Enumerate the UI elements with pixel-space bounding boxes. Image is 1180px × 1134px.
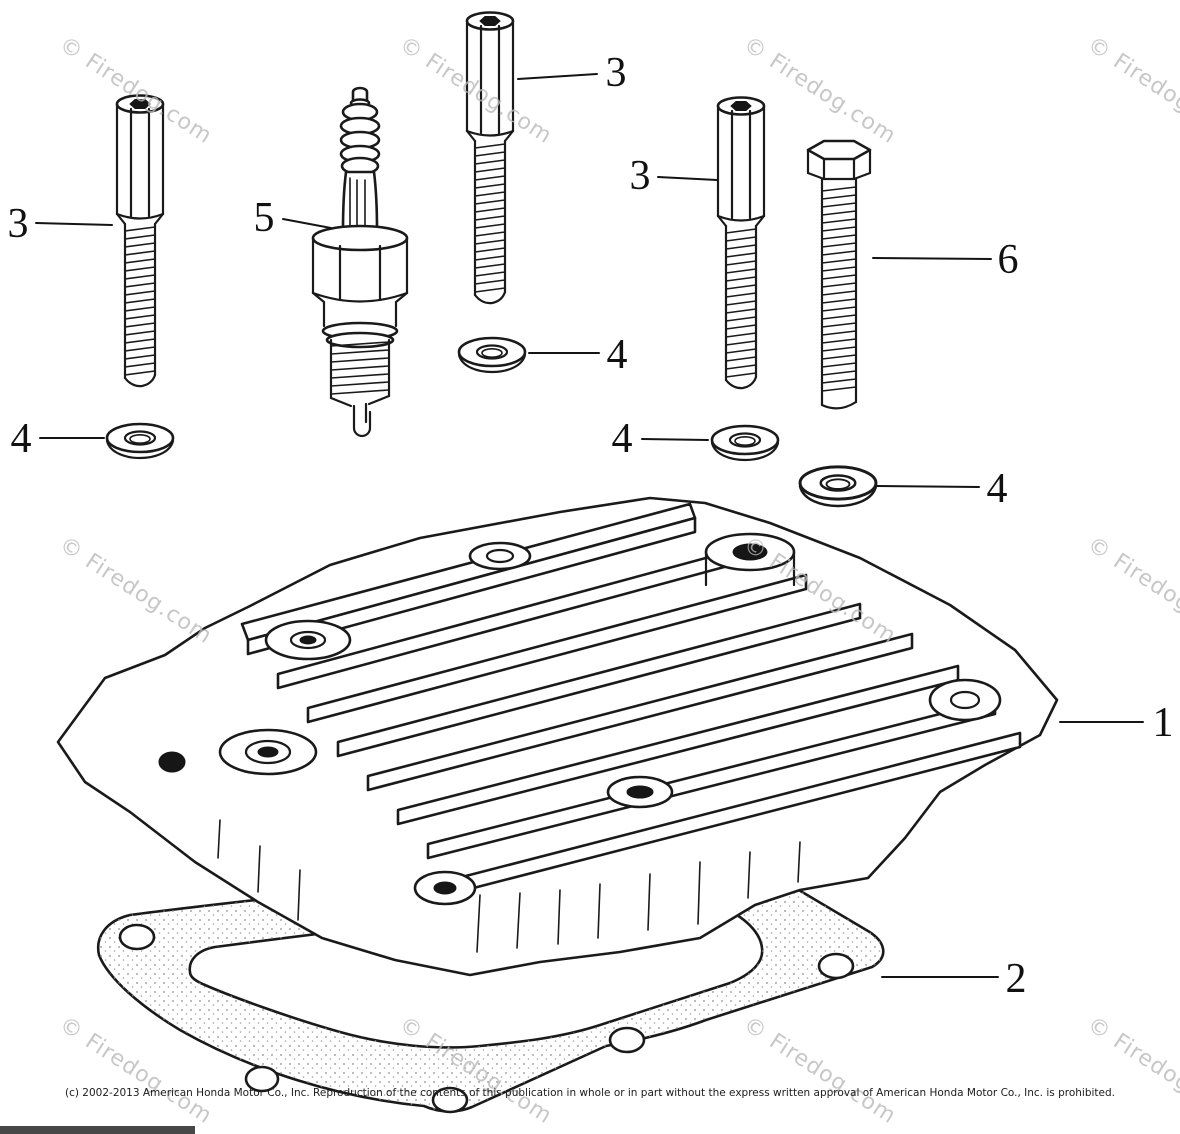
flange-bolt-drawing (806, 139, 872, 410)
washer-center-drawing (457, 336, 527, 374)
watermark: © Firedog.com (1083, 32, 1180, 149)
bottom-edge-bar (0, 1126, 195, 1134)
watermark: © Firedog.com (395, 32, 557, 149)
cooling-fins (240, 502, 1022, 894)
spark-plug-drawing (311, 86, 409, 438)
cylinder-head-drawing (56, 496, 1059, 977)
callout-washer-right: 4 (612, 416, 633, 462)
watermark: © Firedog.com (1083, 532, 1180, 649)
watermark: © Firedog.com (55, 532, 217, 649)
callout-washer-left: 4 (11, 416, 32, 462)
washer-left-drawing (105, 422, 175, 460)
copyright-text: (c) 2002-2013 American Honda Motor Co., … (65, 1087, 1115, 1099)
callout-washer-far-right: 4 (987, 466, 1008, 512)
watermark: © Firedog.com (1083, 1012, 1180, 1129)
stud-bolt-left-drawing (115, 94, 165, 388)
washer-far-right-drawing (798, 465, 878, 508)
callout-washer-center: 4 (607, 332, 628, 378)
washer-right-drawing (710, 424, 780, 462)
gasket-bolt-holes (118, 859, 855, 1114)
callout-cylinder-head: 1 (1153, 700, 1174, 746)
head-bosses (158, 532, 1002, 906)
stud-bolt-right-drawing (716, 96, 766, 390)
watermark: © Firedog.com (739, 1012, 901, 1129)
stud-bolt-top-drawing (465, 11, 515, 305)
watermark: © Firedog.com (55, 32, 217, 149)
callout-stud-right: 3 (630, 153, 651, 199)
leader-lines (35, 73, 1144, 978)
callout-spark-plug: 5 (254, 195, 275, 241)
callout-gasket: 2 (1006, 956, 1027, 1002)
callout-flange-bolt: 6 (998, 237, 1019, 283)
callout-labels: 1 2 3 3 3 4 4 4 4 5 6 (8, 50, 1174, 1002)
callout-stud-left: 3 (8, 201, 29, 247)
callout-stud-top: 3 (606, 50, 627, 96)
